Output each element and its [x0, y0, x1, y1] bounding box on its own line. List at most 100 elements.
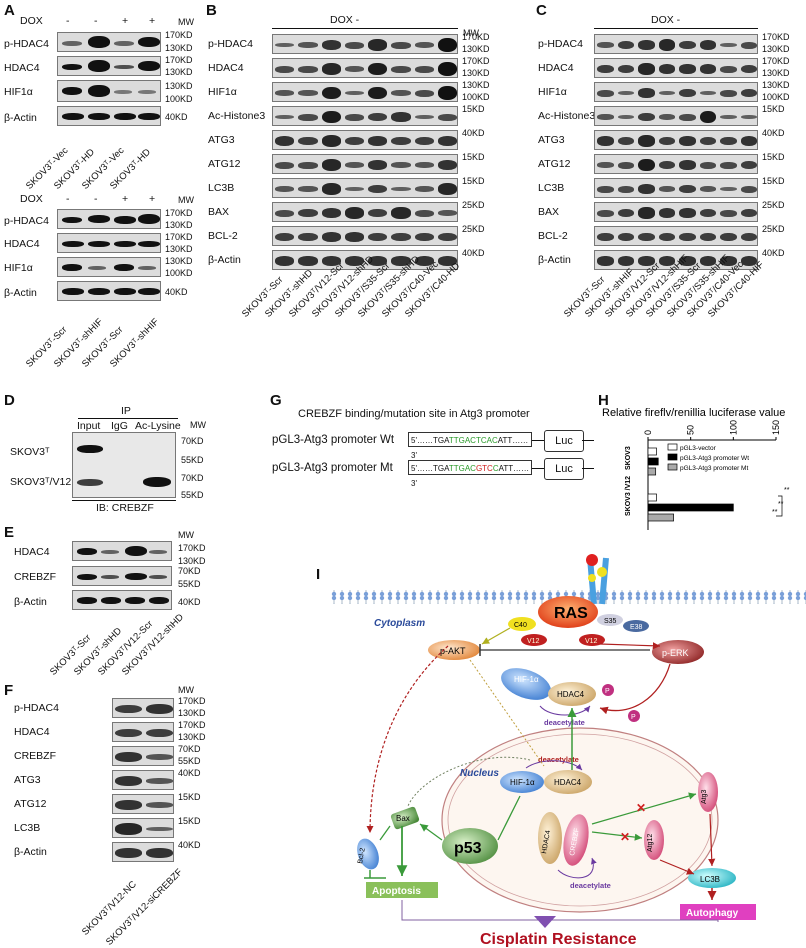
band	[720, 232, 737, 242]
band	[321, 63, 341, 75]
band	[679, 40, 696, 50]
band	[391, 207, 411, 219]
band	[115, 752, 142, 762]
band	[344, 66, 364, 72]
band	[699, 40, 716, 50]
deacetylate-label: deacetylate	[538, 755, 579, 764]
protein-label: β-Actin	[208, 254, 241, 266]
marker-label: 130KD	[165, 67, 193, 77]
marker-label: 40KD	[165, 287, 188, 297]
band	[321, 40, 341, 50]
legend-label: pGL3-Atg3 promoter Mt	[680, 465, 748, 472]
band	[298, 136, 318, 146]
marker-label: 25KD	[462, 200, 485, 210]
marker-label: 40KD	[762, 248, 785, 258]
blot-strip	[112, 722, 174, 742]
dox-sign: -	[94, 15, 98, 27]
mw-label: MW	[190, 420, 206, 430]
band	[368, 256, 388, 266]
legend-label: pGL3-vector	[680, 445, 717, 452]
band	[321, 208, 341, 218]
sig-label: **	[784, 487, 790, 494]
blot-strip	[594, 82, 758, 102]
protein-label: p-HDAC4	[538, 38, 583, 50]
blot-strip	[57, 80, 161, 102]
band	[597, 64, 614, 74]
marker-label: 15KD	[762, 152, 785, 162]
pakt-label: p-AKT	[440, 646, 466, 656]
band	[617, 40, 634, 50]
blot-strip	[272, 250, 458, 270]
hdac4-cyto-label: HDAC4	[557, 690, 585, 699]
marker-label: 40KD	[178, 840, 201, 850]
band	[437, 183, 457, 195]
band	[740, 136, 757, 146]
mw-label: MW	[178, 17, 194, 27]
deacetylate-label: deacetylate	[570, 881, 611, 890]
v12-label: V12	[585, 638, 598, 645]
atg12-label: Atg12	[647, 834, 654, 852]
band	[617, 136, 634, 146]
band	[679, 184, 696, 194]
band	[617, 90, 634, 96]
marker-label: 15KD	[762, 176, 785, 186]
hdac4-nuc2-label: HDAC4	[541, 830, 552, 855]
band	[638, 135, 655, 147]
band	[720, 114, 737, 120]
marker-label: 25KD	[462, 224, 485, 234]
marker-label: 170KD	[165, 30, 193, 40]
band	[597, 232, 614, 242]
dox-label: DOX	[20, 193, 43, 205]
band	[638, 112, 655, 122]
marker-label: 40KD	[178, 597, 201, 607]
band	[344, 256, 364, 266]
panel-label-d: D	[4, 392, 15, 409]
autophagy-label: Autophagy	[686, 908, 739, 919]
lc3b-label: LC3B	[700, 875, 720, 884]
protein-label: HIF1α	[4, 86, 33, 98]
panel-label-a: A	[4, 2, 15, 19]
protein-label: ATG12	[538, 158, 571, 170]
blot-strip	[112, 842, 174, 862]
bar	[647, 447, 657, 456]
e38-label: E38	[630, 624, 643, 631]
marker-label: 170KD	[165, 232, 193, 242]
band	[679, 136, 696, 146]
protein-label: Ac-Histone3	[538, 110, 596, 122]
marker-label: 130KD	[762, 80, 790, 90]
panel-label-c: C	[536, 2, 547, 19]
band	[321, 183, 341, 195]
blot-strip	[594, 130, 758, 150]
band	[699, 208, 716, 218]
panel-label-f: F	[4, 682, 14, 699]
blot-strip	[57, 257, 161, 277]
panel-label-g: G	[270, 392, 282, 409]
band	[658, 114, 675, 120]
band	[679, 208, 696, 218]
marker-label: 40KD	[178, 768, 201, 778]
band	[720, 161, 737, 169]
band	[699, 232, 716, 242]
phospho-label: P	[605, 688, 610, 695]
nucleus-label: Nucleus	[460, 768, 499, 779]
protein-label: BCL-2	[538, 230, 568, 242]
band	[391, 41, 411, 49]
ip-label: IP	[121, 405, 131, 417]
band	[275, 232, 295, 242]
marker-label: 55KD	[181, 455, 204, 465]
blot-strip	[57, 32, 161, 52]
marker-label: 170KD	[762, 56, 790, 66]
row-label: SKOV3ᵀ	[10, 446, 50, 458]
band	[658, 136, 675, 146]
mw-label: MW	[178, 530, 194, 540]
band	[321, 232, 341, 242]
band	[115, 823, 142, 835]
crebzf-label: CREBZF	[569, 828, 581, 857]
band	[617, 185, 634, 193]
bar	[647, 457, 659, 466]
hif-cyto-label: HIF-1α	[514, 675, 539, 684]
marker-label: 170KD	[462, 56, 490, 66]
marker-label: 70KD	[178, 566, 201, 576]
band	[740, 185, 757, 193]
marker-label: 130KD	[462, 80, 490, 90]
